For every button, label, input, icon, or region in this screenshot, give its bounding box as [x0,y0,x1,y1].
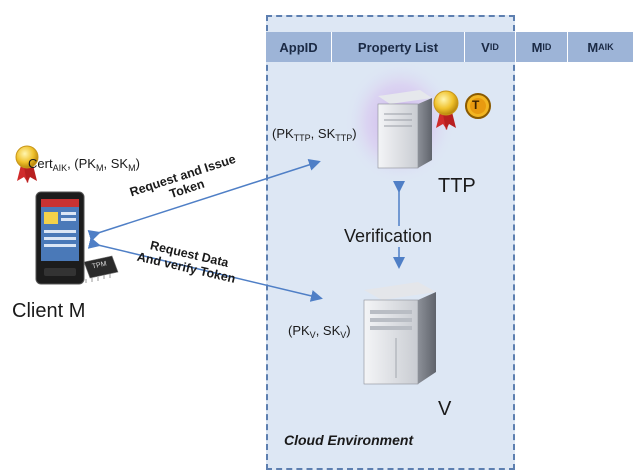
ttp-t-badge-icon [465,93,491,119]
client-m-label: Client M [12,300,86,322]
header-cell-property-list: Property List [332,32,465,62]
verifier-keys-label: (PKV, SKV) [288,323,351,340]
client-credentials-label: CertAIK, (PKM, SKM) [28,156,140,173]
ttp-certificate-ribbon-icon [433,90,459,130]
client-phone-icon [35,191,85,285]
cloud-environment-label: Cloud Environment [284,432,414,448]
request-token-arrow [87,159,321,242]
ttp-badge-letter: T [472,98,480,112]
tpm-chip-icon [83,255,119,283]
client-certificate-ribbon-icon [15,145,39,183]
verification-label: Verification [342,226,435,247]
ttp-keys-label: (PKTTP, SKTTP) [272,126,357,143]
verifier-label: V [438,398,452,420]
header-cell-appid: AppID [266,32,332,62]
ttp-label: TTP [438,175,476,197]
verifier-server-icon [363,282,436,385]
ttp-server-icon [377,90,432,169]
request-data-arrow [87,237,323,302]
